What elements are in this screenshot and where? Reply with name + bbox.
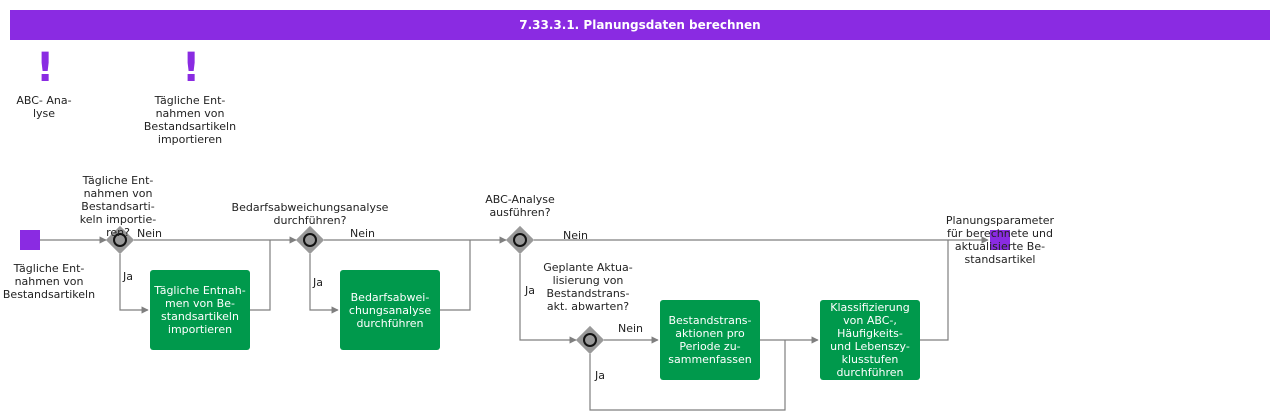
end-event-label: Planungsparameter für berechnete und akt… <box>945 214 1055 266</box>
flow-gateway-1-yes <box>119 254 149 314</box>
gateway-4-yes-label: Ja <box>595 369 605 382</box>
gateway-3-question: ABC-Analyse ausführen? <box>485 193 555 219</box>
task-import-entnahmen[interactable]: Tägliche Entnah- men von Be- standsartik… <box>150 270 250 350</box>
flow-task-4-out <box>920 240 949 341</box>
gateway-1-no-label: Nein <box>137 227 163 240</box>
gateway-3-yes-label: Ja <box>525 284 535 297</box>
gateway-1-yes-label: Ja <box>123 270 133 283</box>
process-title: 7.33.3.1. Planungsdaten berechnen <box>10 10 1270 40</box>
task-bestandstransaktionen[interactable]: Bestandstrans- aktionen pro Periode zu- … <box>660 300 760 380</box>
task-klassifizierung[interactable]: Klassifizierung von ABC-, Häufigkeits- u… <box>820 300 920 380</box>
gateway-3-no-label: Nein <box>563 229 589 242</box>
flow-gateway-2-yes <box>309 254 339 314</box>
start-event-label: Tägliche Ent- nahmen von Bestandsartikel… <box>2 262 96 301</box>
gateway-2 <box>295 225 325 255</box>
task-bedarfsabweichungsanalyse[interactable]: Bedarfsabwei- chungsanalyse durchführen <box>340 270 440 350</box>
exclamation-icon: ! <box>36 45 55 91</box>
exclamation-icon: ! <box>182 45 201 91</box>
flow-task-2-out <box>440 240 471 311</box>
flow-task-1-out <box>250 240 271 311</box>
gateway-2-question: Bedarfsabweichungsanalyse durchführen? <box>231 201 389 227</box>
gateway-2-no-label: Nein <box>350 227 376 240</box>
start-event <box>20 230 40 250</box>
trigger-label-abc: ABC- Ana- lyse <box>16 94 72 120</box>
trigger-label-entnahmen: Tägliche Ent- nahmen von Bestandsartikel… <box>143 94 237 146</box>
flow-gateway-4-yes <box>589 340 786 411</box>
gateway-1-question: Tägliche Ent- nahmen von Bestandsarti- k… <box>79 174 157 239</box>
end-event <box>990 230 1010 250</box>
gateway-2-yes-label: Ja <box>313 276 323 289</box>
gateway-4-question: Geplante Aktua- lisierung von Bestandstr… <box>543 261 633 313</box>
gateway-4 <box>575 325 605 355</box>
gateway-3 <box>505 225 535 255</box>
gateway-4-no-label: Nein <box>618 322 644 335</box>
flow-gateway-3-yes <box>519 254 577 344</box>
